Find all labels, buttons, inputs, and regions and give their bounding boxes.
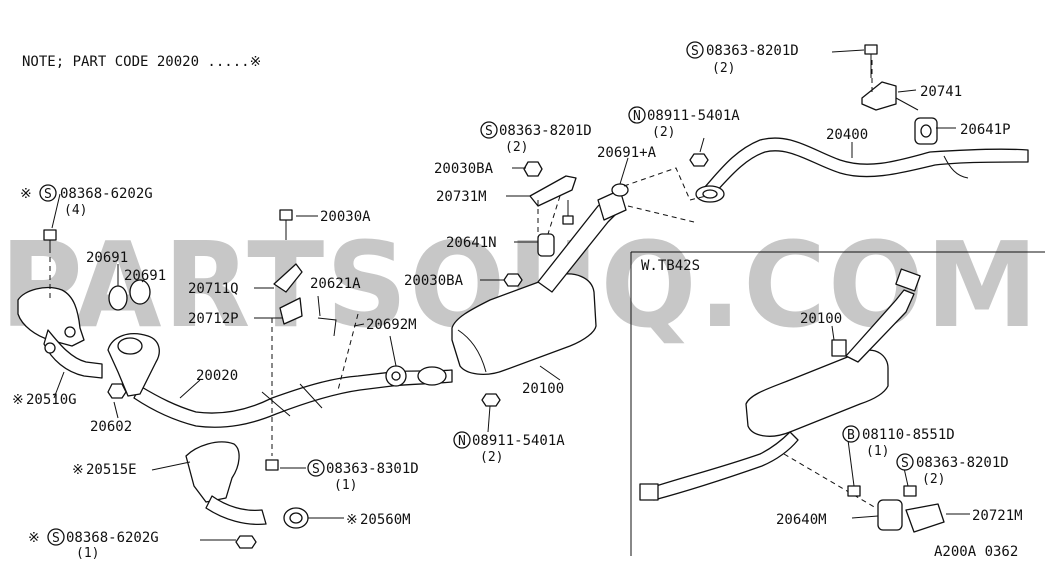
bolt-icon	[562, 200, 574, 225]
clamp-20560M[interactable]	[283, 507, 309, 529]
inset-frame	[630, 251, 1045, 556]
s-symbol: S	[52, 531, 60, 546]
bolt-icon	[847, 485, 861, 497]
symbol-badges	[39, 41, 914, 546]
heat-shield-20510G[interactable]	[17, 286, 103, 379]
sensor-20621A[interactable]	[317, 317, 337, 337]
front-pipe-20020[interactable]	[133, 365, 453, 428]
label-20641N[interactable]: 20641N	[446, 235, 497, 251]
label-20621A[interactable]: 20621A	[310, 276, 361, 292]
nut-icon	[503, 273, 523, 287]
b-symbol: B	[847, 428, 855, 443]
label-20560M[interactable]: 20560M	[360, 512, 411, 528]
label-08911-5401A-top[interactable]: 08911-5401A	[647, 108, 740, 124]
rubber-mount-20641N[interactable]	[537, 233, 555, 257]
bolt-icon	[265, 459, 279, 471]
diagram-code: A200A 0362	[934, 544, 1018, 560]
label-qty: (2)	[922, 472, 945, 487]
muffler-20100[interactable]	[451, 183, 629, 376]
y-flange-20020[interactable]	[107, 333, 160, 397]
bracket-20712P[interactable]	[279, 297, 303, 325]
label-20641P[interactable]: 20641P	[960, 122, 1011, 138]
label-20711Q[interactable]: 20711Q	[188, 281, 239, 297]
note-text: NOTE; PART CODE 20020 .....※	[22, 54, 261, 70]
label-20640M[interactable]: 20640M	[776, 512, 827, 528]
n-symbol: N	[633, 109, 641, 124]
label-08363-8201D-mid[interactable]: 08363-8201D	[499, 123, 592, 139]
bolt-icon	[235, 535, 257, 549]
stud-20602[interactable]	[107, 383, 127, 399]
s-symbol: S	[901, 456, 909, 471]
s-symbol: S	[485, 124, 493, 139]
label-20721M[interactable]: 20721M	[972, 508, 1023, 524]
star-symbol: ※	[12, 392, 24, 408]
label-20692M[interactable]: 20692M	[366, 317, 417, 333]
label-08911-5401A-bot[interactable]: 08911-5401A	[472, 433, 565, 449]
label-20691-b[interactable]: 20691	[124, 268, 166, 284]
label-20691A[interactable]: 20691+A	[597, 145, 657, 161]
leader-lines	[51, 49, 970, 541]
label-qty: (4)	[64, 203, 87, 218]
label-qty: (2)	[712, 61, 735, 76]
label-20030BA-2[interactable]: 20030BA	[404, 273, 464, 289]
label-08368-6202G-bot[interactable]: 08368-6202G	[66, 530, 159, 546]
tail-pipe-20400[interactable]	[695, 137, 1029, 203]
star-symbol: ※	[346, 512, 358, 528]
s-symbol: S	[312, 462, 320, 477]
label-08363-8201D-inset[interactable]: 08363-8201D	[916, 455, 1009, 471]
bracket-20721M[interactable]	[905, 503, 945, 533]
label-08363-8201D-top[interactable]: 08363-8201D	[706, 43, 799, 59]
label-qty: (2)	[505, 140, 528, 155]
star-symbol: ※	[20, 186, 32, 202]
star-symbol: ※	[72, 462, 84, 478]
label-20020[interactable]: 20020	[196, 368, 238, 384]
catalyst-20515E[interactable]	[185, 441, 267, 526]
inset-title: W.TB42S	[641, 258, 700, 274]
inset-muffler-20100[interactable]	[639, 268, 921, 501]
label-20400[interactable]: 20400	[826, 127, 868, 143]
label-20515E[interactable]: 20515E	[86, 462, 137, 478]
s-symbol: S	[691, 44, 699, 59]
label-20712P[interactable]: 20712P	[188, 311, 239, 327]
label-08110-8551D[interactable]: 08110-8551D	[862, 427, 955, 443]
nut-icon	[481, 393, 501, 407]
label-08363-8301D[interactable]: 08363-8301D	[326, 461, 419, 477]
label-20602[interactable]: 20602	[90, 419, 132, 435]
bolt-icon	[279, 209, 293, 240]
bolt-icon	[903, 485, 917, 497]
label-20100[interactable]: 20100	[522, 381, 564, 397]
nut-icon	[523, 161, 543, 177]
nut-icon	[689, 153, 709, 167]
label-20030BA-1[interactable]: 20030BA	[434, 161, 494, 177]
bracket-20731M[interactable]	[529, 175, 577, 207]
label-20691-a[interactable]: 20691	[86, 250, 128, 266]
label-qty: (2)	[480, 450, 503, 465]
s-symbol: S	[44, 187, 52, 202]
n-symbol: N	[458, 434, 466, 449]
rubber-mount-20641P[interactable]	[914, 117, 938, 145]
label-qty: (1)	[334, 478, 357, 493]
label-20731M[interactable]: 20731M	[436, 189, 487, 205]
label-20741[interactable]: 20741	[920, 84, 962, 100]
label-08368-6202G-top[interactable]: 08368-6202G	[60, 186, 153, 202]
label-qty: (2)	[652, 125, 675, 140]
rubber-mount-20640M[interactable]	[877, 499, 903, 531]
gasket-20691-a[interactable]	[108, 285, 128, 311]
label-20510G[interactable]: 20510G	[26, 392, 77, 408]
gasket-20691-b[interactable]	[129, 279, 151, 305]
label-20030A[interactable]: 20030A	[320, 209, 371, 225]
bolt-icon	[43, 229, 57, 252]
bolt-icon	[864, 44, 878, 78]
hanger-bracket-20741[interactable]	[861, 81, 919, 111]
label-qty: (1)	[76, 546, 99, 561]
bracket-20711Q[interactable]	[273, 263, 303, 293]
label-20100-inset[interactable]: 20100	[800, 311, 842, 327]
star-symbol: ※	[28, 530, 40, 546]
label-qty: (1)	[866, 444, 889, 459]
